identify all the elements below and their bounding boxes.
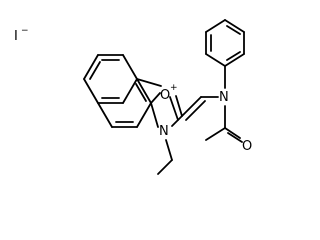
ethyl-group (157, 139, 173, 175)
bond (122, 54, 138, 80)
iodide-counterion: I − (14, 26, 29, 44)
amide-nitrogen-symbol: N (219, 90, 229, 105)
naphthalene-left-ring (83, 54, 138, 104)
bond (136, 78, 152, 104)
bond (205, 127, 226, 141)
iodide-charge: − (21, 26, 29, 36)
bond (224, 19, 245, 33)
bond (224, 53, 245, 67)
bond (122, 78, 138, 104)
bond (165, 139, 173, 161)
bond (83, 78, 99, 104)
bond (205, 53, 226, 67)
bond (175, 95, 183, 117)
ring-oxygen-charge: + (170, 83, 178, 93)
acetyl-group (205, 105, 243, 143)
bond (224, 127, 241, 139)
bond (205, 19, 226, 33)
bond (157, 159, 173, 175)
carbonyl-oxygen-symbol: O (242, 139, 252, 154)
double-bond-inner (226, 25, 241, 35)
ring-oxygen-symbol: O (160, 88, 170, 103)
bond (83, 54, 99, 80)
vinyl-linker (181, 96, 219, 121)
double-bond-inner (169, 96, 179, 121)
bond (136, 78, 162, 87)
bond (97, 102, 113, 128)
bond (136, 102, 152, 128)
ring-nitrogen-symbol: N (159, 124, 169, 139)
bond (181, 96, 202, 117)
bond (171, 115, 183, 127)
chemical-structure-diagram: I − O + N (14, 19, 252, 175)
ring-oxygen-atom: O + (160, 83, 178, 103)
double-bond-inner (227, 132, 243, 143)
double-bond-inner (135, 83, 147, 102)
ring-nitrogen-atom: N (159, 124, 169, 139)
double-bond-inner (226, 51, 241, 61)
phenyl-ring (205, 19, 245, 89)
naphthalene-right-ring (97, 78, 152, 128)
carbonyl-oxygen-atom: O (242, 139, 252, 154)
oxazolium-ring (136, 78, 183, 128)
iodide-symbol: I (14, 29, 18, 44)
bond (150, 92, 161, 104)
amide-nitrogen-atom: N (219, 90, 229, 105)
double-bond-inner (185, 100, 206, 121)
bond (150, 102, 159, 128)
double-bond-inner (89, 61, 101, 80)
